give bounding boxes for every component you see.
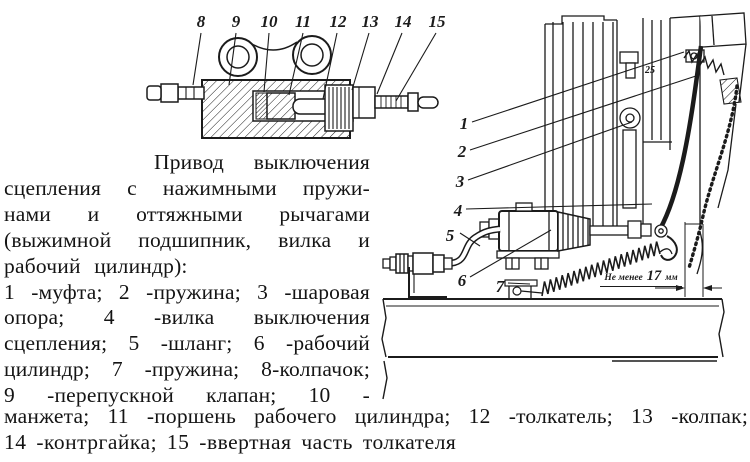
caption-line: цилиндр; 7 -пружина; 8-колпачок; (4, 357, 370, 382)
callout-5: 5 (445, 226, 455, 245)
callout-15: 15 (428, 12, 446, 31)
mounting-ears (218, 35, 332, 77)
callout-2: 2 (457, 142, 467, 161)
callout-12: 12 (329, 12, 347, 31)
slave-cylinder (479, 202, 560, 270)
callout-8: 8 (196, 12, 206, 31)
callout-9: 9 (231, 12, 241, 31)
callout-10: 10 (260, 12, 278, 31)
rod-collar-and-locknut (352, 86, 439, 119)
callout-3: 3 (455, 172, 465, 191)
caption-line: 1 -муфта; 2 -пружина; 3 -шаровая (4, 279, 370, 304)
dimension-lines (655, 222, 722, 297)
callout-13: 13 (361, 12, 379, 31)
callout-1: 1 (459, 114, 469, 133)
protective-cap-ribs (324, 84, 354, 132)
caption-line: сцепления; 5 -шланг; 6 -рабочий (4, 331, 370, 356)
dimension-note: Не менее 17 мм (600, 268, 682, 287)
callout-6: 6 (457, 271, 467, 290)
dimension-prefix: Не менее (604, 273, 643, 283)
callout-11: 11 (294, 12, 312, 31)
release-lever-and-ball-support (619, 51, 641, 209)
leader-lines-8-15 (192, 32, 437, 102)
caption-line: 14 -контргайка; 15 -ввертная часть толка… (4, 429, 457, 454)
caption-line: манжета; 11 -поршень рабочего цилиндра; … (4, 404, 748, 428)
cylinder-rod-and-clevis (589, 220, 668, 239)
frame-rail (381, 298, 725, 400)
clutch-assembly-drawing (381, 12, 747, 400)
figure-caption-bottom: манжета; 11 -поршень рабочего цилиндра; … (4, 404, 748, 455)
dimension-unit: мм (665, 272, 678, 282)
caption-line: сцепления с нажимными пружи- (4, 175, 370, 200)
callout-4: 4 (453, 201, 463, 220)
return-spring (504, 241, 673, 298)
callout-14: 14 (394, 12, 412, 31)
callout-7: 7 (495, 277, 505, 296)
piston (266, 92, 296, 120)
caption-line: рабочий цилиндр): (4, 253, 188, 278)
leader-lines-1-7 (459, 51, 700, 285)
figure-caption-column: Привод выключения сцепления с нажимными … (4, 150, 370, 409)
release-fork (658, 45, 739, 275)
caption-line: 9 -перепускной клапан; 10 - (4, 383, 370, 408)
caption-line: опора; 4 -вилка выключения (4, 305, 370, 330)
cylinder-section-drawing (146, 32, 439, 139)
cylinder-boot (557, 211, 591, 252)
housing-top-right (685, 12, 747, 209)
inline-dimension-25: 25 (645, 65, 655, 76)
bleed-valve (146, 83, 205, 103)
dimension-value: 17 (646, 268, 662, 284)
hydraulic-hose (382, 225, 501, 298)
caption-line: нами и оттяжными рычагами (4, 201, 370, 226)
caption-line: (выжимной подшипник, вилка и (4, 227, 370, 252)
caption-line: Привод выключения (154, 150, 370, 174)
cup-seal (255, 92, 268, 120)
